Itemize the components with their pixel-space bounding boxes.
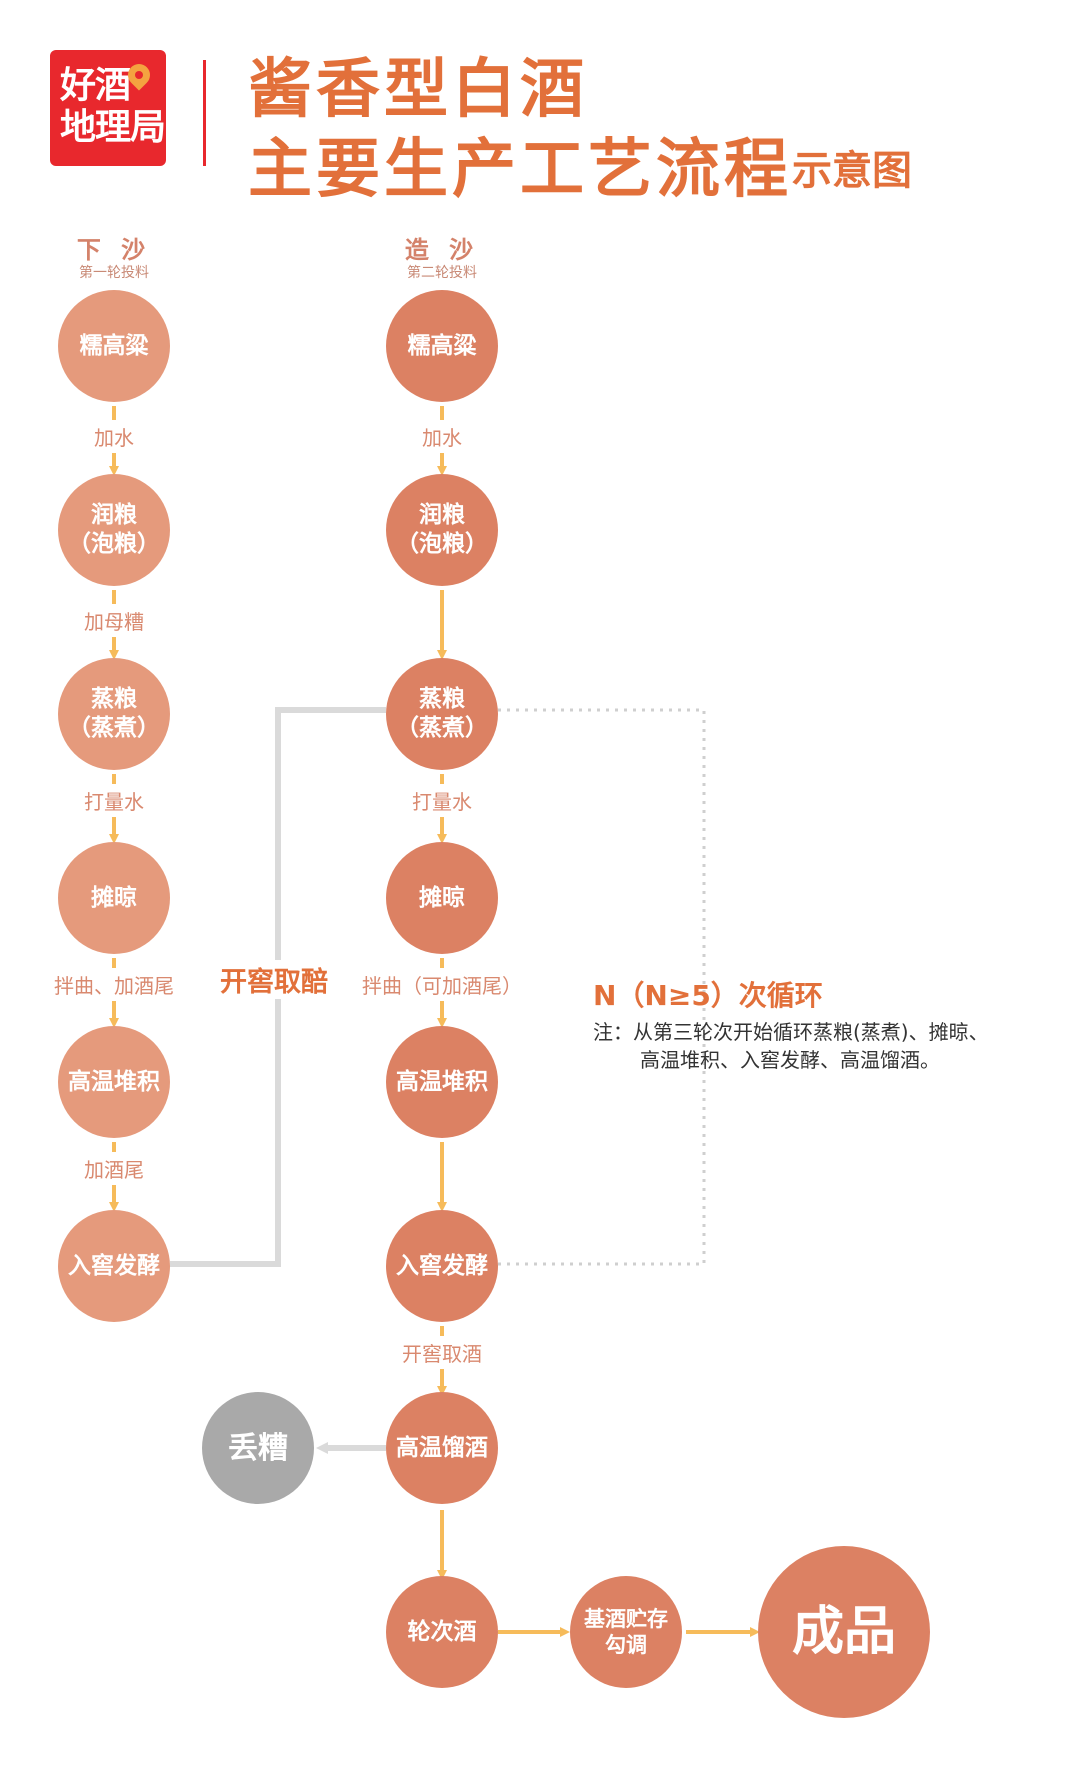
logo-text-line2: 地理局 <box>60 107 166 148</box>
left-node-sorghum: 糯高粱 <box>58 290 170 402</box>
left-step-mix-qu: 拌曲、加酒尾 <box>42 968 186 1001</box>
loop-title: N（N≥5）次循环 <box>593 979 823 1012</box>
loop-note-line2: 高温堆积、入窖发酵、高温馏酒。 <box>640 1048 940 1072</box>
loop-note-line1: 注：从第三轮次开始循环蒸粮(蒸煮)、摊晾、 <box>593 1020 989 1044</box>
left-step-add-mother-grains: 加母糟 <box>64 604 164 637</box>
title-line1: 酱香型白酒 <box>248 53 588 127</box>
right-node-sorghum: 糯高粱 <box>386 290 498 402</box>
right-column-title: 造 沙 <box>404 236 480 264</box>
title-line2: 主要生产工艺流程 <box>248 133 792 207</box>
right-node-cellar-ferment: 入窖发酵 <box>386 1210 498 1322</box>
title-suffix: 示意图 <box>792 148 912 194</box>
header-divider <box>203 60 206 166</box>
logo: 好酒 地理局 <box>50 50 166 166</box>
logo-text-line1: 好酒 <box>60 65 131 106</box>
left-node-high-temp-pile: 高温堆积 <box>58 1026 170 1138</box>
right-column-subtitle: 第二轮投料 <box>407 265 477 281</box>
storage-blend-node: 基酒贮存 勾调 <box>570 1576 682 1688</box>
right-node-high-temp-pile: 高温堆积 <box>386 1026 498 1138</box>
right-node-round-liquor: 轮次酒 <box>386 1576 498 1688</box>
open-pit-label: 开窖取醅 <box>220 960 328 999</box>
left-node-spread-cool: 摊晾 <box>58 842 170 954</box>
left-node-soak-grain: 润粮 （泡粮） <box>58 474 170 586</box>
right-node-soak-grain: 润粮 （泡粮） <box>386 474 498 586</box>
right-step-add-water: 加水 <box>392 420 492 453</box>
left-node-steam-grain: 蒸粮 （蒸煮） <box>58 658 170 770</box>
left-step-measure-water: 打量水 <box>64 784 164 817</box>
discard-grains-node: 丢糟 <box>202 1392 314 1504</box>
right-node-distill: 高温馏酒 <box>386 1392 498 1504</box>
left-column-subtitle: 第一轮投料 <box>79 265 149 281</box>
final-product-node: 成品 <box>758 1546 930 1718</box>
right-step-take-liquor: 开窖取酒 <box>392 1336 492 1369</box>
left-step-add-tail: 加酒尾 <box>64 1152 164 1185</box>
left-node-cellar-ferment: 入窖发酵 <box>58 1210 170 1322</box>
left-step-add-water: 加水 <box>64 420 164 453</box>
right-node-steam-grain: 蒸粮 （蒸煮） <box>386 658 498 770</box>
right-node-spread-cool: 摊晾 <box>386 842 498 954</box>
left-column-title: 下 沙 <box>76 236 152 264</box>
right-step-measure-water: 打量水 <box>392 784 492 817</box>
right-step-mix-qu: 拌曲（可加酒尾） <box>356 968 528 1001</box>
